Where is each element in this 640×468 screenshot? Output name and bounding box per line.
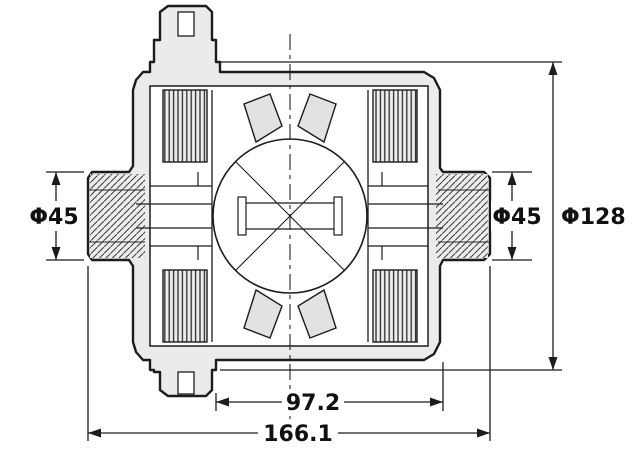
bolt-notch-top — [177, 11, 195, 37]
bolt-notch-bottom — [177, 371, 195, 395]
dimension-overall-width: 166.1 — [87, 266, 491, 447]
dim-label-right-shaft: Φ45 — [492, 205, 541, 230]
dimension-housing-diameter: Φ128 — [220, 61, 632, 371]
dim-label-inner-width: 97.2 — [286, 391, 340, 416]
dimension-right-shaft: Φ45 — [491, 171, 543, 261]
clutch-pack-top-right — [372, 89, 418, 163]
dim-label-left-shaft: Φ45 — [29, 205, 78, 230]
dimension-left-shaft: Φ45 — [27, 171, 84, 261]
pinion-gear-top-left — [243, 93, 283, 144]
cross-shaft — [237, 196, 343, 236]
dimension-inner-width: 97.2 — [215, 362, 444, 416]
pressure-ring-lines — [211, 90, 369, 342]
left-axle-spline — [88, 174, 145, 258]
right-axle-spline — [436, 174, 490, 258]
pinion-gear-bottom-right — [297, 288, 337, 339]
clutch-pack-bottom-right — [372, 269, 418, 343]
side-gear-right — [368, 172, 443, 260]
pinion-gear-bottom-left — [243, 288, 283, 339]
side-gear-left — [136, 172, 212, 260]
dim-label-housing-diameter: Φ128 — [561, 205, 626, 230]
clutch-pack-top-left — [162, 89, 208, 163]
dim-label-overall-width: 166.1 — [263, 422, 333, 447]
clutch-pack-bottom-left — [162, 269, 208, 343]
pinion-gear-top-right — [297, 93, 337, 144]
